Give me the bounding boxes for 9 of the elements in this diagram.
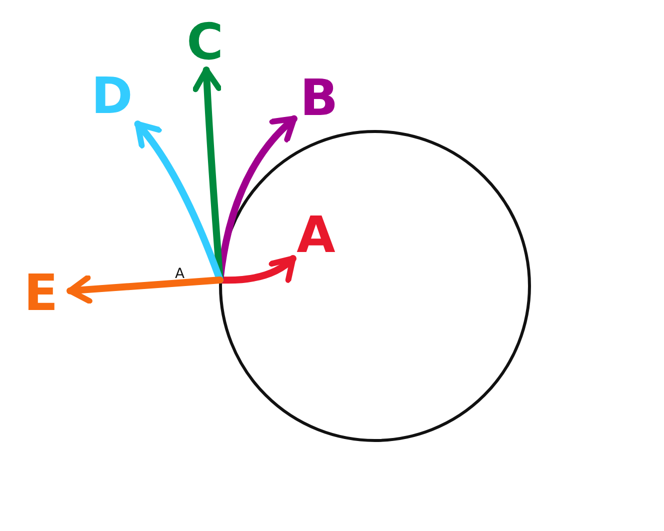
point-label: C <box>185 18 225 66</box>
point-label: A <box>297 212 335 258</box>
circle <box>219 130 531 442</box>
point-label: A <box>175 267 185 281</box>
point-label: D <box>90 72 134 120</box>
point-label: E <box>16 266 66 320</box>
arrow <box>134 120 224 284</box>
point-label: B <box>298 74 340 122</box>
arrow <box>66 274 224 304</box>
